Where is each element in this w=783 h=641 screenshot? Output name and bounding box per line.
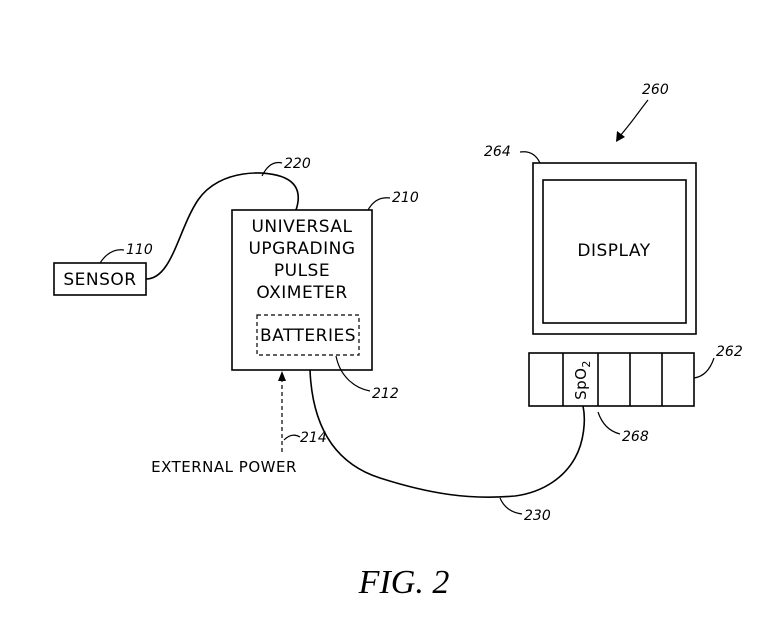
spo2-label-sub: 2 xyxy=(580,360,593,368)
external-power-label: EXTERNAL POWER xyxy=(151,458,297,476)
sensor-label: SENSOR xyxy=(63,270,136,290)
monitor-ref-arrowhead xyxy=(616,131,625,142)
spo2-ref: 268 xyxy=(622,429,649,445)
display-ref: 264 xyxy=(484,144,511,160)
monitor-ref: 260 xyxy=(642,82,669,98)
oximeter-line-3: PULSE xyxy=(274,261,330,281)
display-ref-leader xyxy=(520,152,540,163)
batteries-block: BATTERIES 212 xyxy=(257,315,399,402)
sensor-ref-leader xyxy=(100,250,124,263)
monitor-cable-path xyxy=(310,370,584,497)
oximeter-line-4: OXIMETER xyxy=(256,283,347,303)
oximeter-line-1: UNIVERSAL xyxy=(251,217,352,237)
batteries-label: BATTERIES xyxy=(260,326,356,346)
monitor-block: 260 DISPLAY 264 xyxy=(484,82,696,334)
module-rack-ref: 262 xyxy=(716,344,743,360)
figure-caption: FIG. 2 xyxy=(358,564,450,601)
external-power-ref-leader xyxy=(284,435,300,440)
oximeter-line-2: UPGRADING xyxy=(248,239,355,259)
cable-230-leader xyxy=(500,498,522,514)
module-rack-box xyxy=(529,353,694,406)
spo2-module-label: SpO2 xyxy=(572,360,593,400)
external-power-ref: 214 xyxy=(300,430,327,446)
batteries-ref: 212 xyxy=(372,386,399,402)
cable-220-ref: 220 xyxy=(284,156,311,172)
spo2-label-main: SpO xyxy=(572,368,590,400)
module-rack-ref-leader xyxy=(694,358,714,378)
oximeter-ref-leader xyxy=(368,198,390,210)
external-power-arrowhead xyxy=(278,371,286,381)
oximeter-ref: 210 xyxy=(392,190,419,206)
monitor-cable: 230 xyxy=(310,370,584,524)
monitor-ref-arrow xyxy=(620,100,648,136)
svg-text:SpO2: SpO2 xyxy=(572,360,593,400)
spo2-ref-leader xyxy=(598,412,620,434)
sensor-ref: 110 xyxy=(126,242,153,258)
cable-230-ref: 230 xyxy=(524,508,551,524)
batteries-ref-leader xyxy=(336,356,370,391)
external-power-block: 214 EXTERNAL POWER xyxy=(151,371,327,476)
sensor-block: SENSOR 110 xyxy=(54,242,153,295)
module-rack: 262 SpO2 268 xyxy=(529,344,743,445)
display-label: DISPLAY xyxy=(577,241,650,261)
